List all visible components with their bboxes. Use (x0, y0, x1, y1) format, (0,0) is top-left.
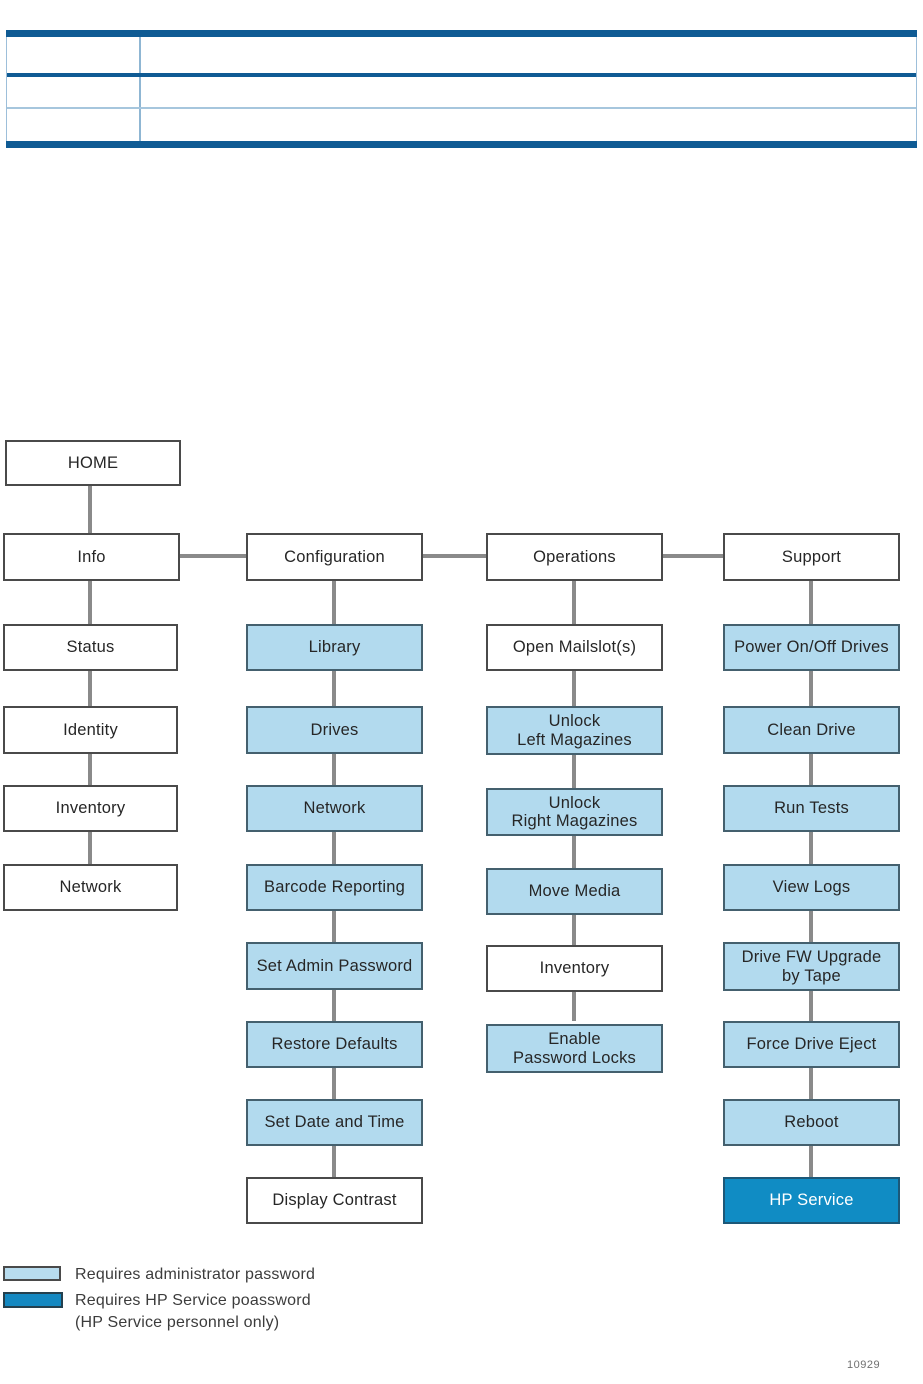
node-power-on-off-drives: Power On/Off Drives (723, 624, 900, 671)
node-enable-password-locks: Enable Password Locks (486, 1024, 663, 1073)
figure-number: 10929 (847, 1359, 881, 1371)
node-home: HOME (5, 440, 181, 486)
node-inventory-operations: Inventory (486, 945, 663, 992)
connector-home-info (88, 486, 92, 533)
table-cell (7, 109, 139, 141)
node-menu-info: Info (3, 533, 180, 581)
legend-label-admin: Requires administrator password (75, 1266, 316, 1283)
node-network-info: Network (3, 864, 178, 911)
node-clean-drive: Clean Drive (723, 706, 900, 754)
node-set-date-and-time: Set Date and Time (246, 1099, 423, 1146)
node-restore-defaults: Restore Defaults (246, 1021, 423, 1068)
node-menu-support: Support (723, 533, 900, 581)
node-display-contrast: Display Contrast (246, 1177, 423, 1224)
table-bottom-rule (6, 141, 917, 148)
node-status: Status (3, 624, 178, 671)
table-top-rule (6, 30, 917, 37)
node-open-mailslots: Open Mailslot(s) (486, 624, 663, 671)
node-menu-operations: Operations (486, 533, 663, 581)
node-force-drive-eject: Force Drive Eject (723, 1021, 900, 1068)
node-unlock-left-magazines: Unlock Left Magazines (486, 706, 663, 755)
node-menu-configuration: Configuration (246, 533, 423, 581)
node-inventory: Inventory (3, 785, 178, 832)
legend-swatch-hp-service (3, 1292, 63, 1308)
legend-label-hp-service: Requires HP Service poassword (HP Servic… (75, 1292, 311, 1331)
node-run-tests: Run Tests (723, 785, 900, 832)
table-cell (7, 37, 139, 73)
table-row (7, 37, 916, 77)
table-cell (7, 77, 139, 107)
table-row (7, 77, 916, 109)
node-unlock-right-magazines: Unlock Right Magazines (486, 788, 663, 836)
table-cell (139, 37, 916, 73)
node-move-media: Move Media (486, 868, 663, 915)
node-identity: Identity (3, 706, 178, 754)
node-drive-fw-upgrade-by-tape: Drive FW Upgrade by Tape (723, 942, 900, 991)
table-cell (139, 109, 916, 141)
node-set-admin-password: Set Admin Password (246, 942, 423, 990)
node-hp-service: HP Service (723, 1177, 900, 1224)
table-continued (6, 30, 917, 148)
node-library: Library (246, 624, 423, 671)
node-reboot: Reboot (723, 1099, 900, 1146)
node-view-logs: View Logs (723, 864, 900, 911)
connector-menu-row (179, 554, 725, 558)
table-body (6, 37, 917, 141)
node-network-config: Network (246, 785, 423, 832)
table-cell (139, 77, 916, 107)
legend-swatch-admin (3, 1266, 61, 1281)
node-drives: Drives (246, 706, 423, 754)
node-barcode-reporting: Barcode Reporting (246, 864, 423, 911)
table-row (7, 109, 916, 141)
